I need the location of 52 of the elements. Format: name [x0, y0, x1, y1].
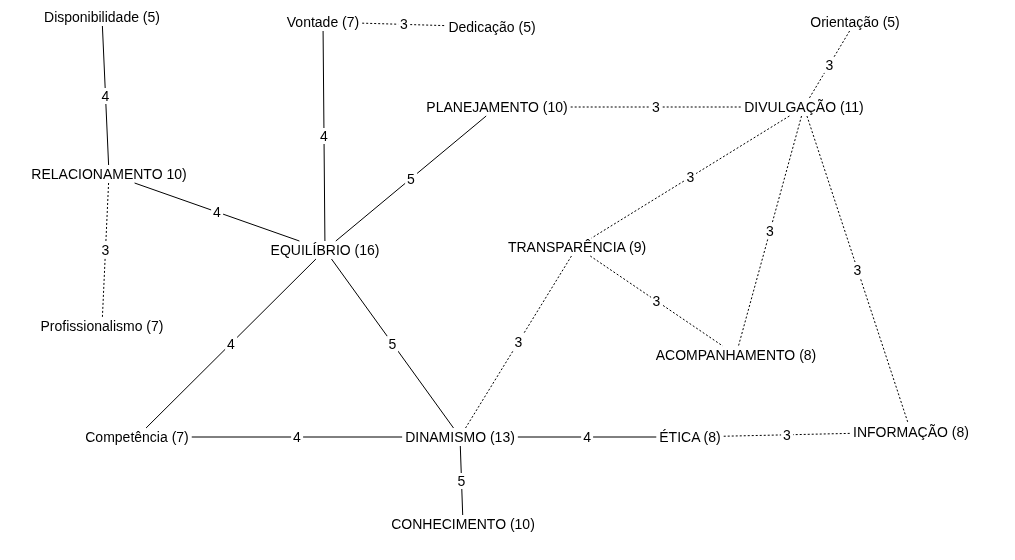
node-label: RELACIONAMENTO 10): [30, 166, 188, 182]
edge-label: 3: [99, 242, 112, 258]
edge-label: 5: [386, 335, 399, 352]
node-label: EQUILÍBRIO (16): [269, 242, 381, 258]
node-label: PLANEJAMENTO (10): [425, 99, 569, 115]
node-label: DIVULGAÇÃO (11): [743, 99, 865, 115]
node-label: DINAMISMO (13): [404, 429, 516, 445]
edge-label: 3: [823, 56, 836, 73]
node-label: Profissionalismo (7): [39, 318, 165, 334]
line: [101, 25, 110, 166]
line: [335, 115, 487, 242]
node-label: Dedicação (5): [447, 19, 537, 35]
node-label: ÉTICA (8): [658, 429, 722, 445]
node-label: INFORMAÇÃO (8): [852, 424, 970, 440]
edge-label: 3: [851, 261, 864, 278]
dashed-line: [589, 255, 724, 347]
node-label: ACOMPANHAMENTO (8): [654, 347, 818, 363]
line: [145, 258, 317, 429]
edge-label: 4: [225, 335, 237, 352]
edge-label: 5: [405, 170, 417, 187]
dashed-line: [806, 115, 909, 424]
edge-label: 4: [291, 429, 303, 445]
dashed-line: [465, 255, 572, 429]
edge-label: 3: [764, 223, 776, 239]
node-label: TRANSPARÊNCIA (9): [506, 239, 648, 255]
node-label: Vontade (7): [285, 14, 361, 30]
edge-label: 4: [318, 128, 330, 144]
edge-label: 3: [650, 99, 662, 115]
edge-label: 4: [211, 204, 223, 220]
node-label: Disponibilidade (5): [43, 9, 161, 25]
node-label: CONHECIMENTO (10): [390, 516, 536, 532]
line: [191, 436, 403, 438]
line: [134, 182, 300, 242]
dashed-line: [570, 106, 742, 108]
dashed-line: [101, 182, 110, 318]
dashed-line: [591, 115, 790, 239]
line: [322, 30, 326, 242]
node-label: Orientação (5): [809, 14, 901, 30]
edge-label: 4: [581, 429, 593, 445]
dashed-line: [737, 115, 803, 347]
node-label: Competência (7): [84, 429, 190, 445]
edge-label: 3: [650, 293, 663, 309]
line: [459, 445, 464, 516]
line: [331, 258, 454, 429]
edge-label: 3: [512, 334, 525, 350]
line: [517, 436, 657, 438]
dashed-line: [361, 22, 446, 27]
edge-label: 5: [455, 472, 468, 489]
dashed-line: [723, 432, 851, 437]
edge-label: 3: [684, 169, 697, 185]
edge-label: 4: [99, 87, 112, 104]
dashed-line: [808, 30, 851, 99]
